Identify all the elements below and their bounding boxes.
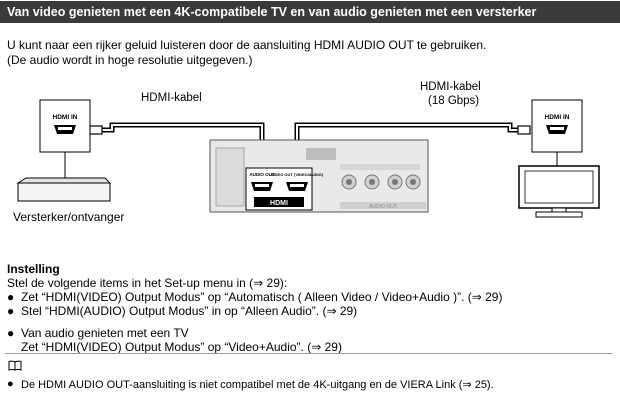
hdmi-port-callout: AUDIO OUT VIDEO OUT (VIDEO/AUDIO) HDMI [245,167,324,211]
settings-item-text: Zet “HDMI(VIDEO) Output Modus” op “Autom… [21,290,503,304]
note-item: ● De HDMI AUDIO OUT-aansluiting is niet … [7,378,494,391]
video-out-port-label: VIDEO OUT (VIDEO/AUDIO) [271,172,324,177]
cable-label-left: HDMI-kabel [141,92,202,104]
amplifier-device [16,177,112,202]
settings-item: ● Stel “HDMI(AUDIO) Output Modus” in op … [7,304,613,318]
section-title: Van video genieten met een 4K-compatibel… [7,5,537,19]
amp-port-callout: HDMI IN [39,99,91,178]
connection-diagram: HDMI-kabel HDMI-kabel (18 Gbps) HDMI IN … [13,81,600,224]
book-icon [8,360,22,371]
cable-label-right-1: HDMI-kabel [420,81,481,93]
amplifier-label: Versterker/ontvanger [13,210,124,224]
tv-port-label: HDMI IN [545,114,570,121]
tv-device [518,165,600,218]
settings-section: Instelling Stel de volgende items in het… [7,262,613,354]
settings-item-text: Stel “HDMI(AUDIO) Output Modus” in op “A… [21,304,358,318]
intro-line-2: (De audio wordt in hoge resolutie uitgeg… [7,53,253,67]
intro-line-1: U kunt naar een rijker geluid luisteren … [7,38,487,52]
section-title-bar: Van video genieten met een 4K-compatibel… [0,1,620,23]
note-divider [5,353,612,354]
audio-out-port-label: AUDIO OUT [249,172,275,177]
panel-audio-out-label: AUDIO OUT [369,204,397,210]
cable-label-right-2: (18 Gbps) [428,95,479,107]
bullet-icon: ● [7,304,15,318]
bullet-icon: ● [7,290,15,304]
tv-port-callout: HDMI IN [531,99,583,166]
settings-extra-title: Van audio genieten met een TV [21,326,189,340]
intro-text: U kunt naar een rijker geluid luisteren … [7,38,486,68]
bullet-icon: ● [7,378,14,390]
settings-intro: Stel de volgende items in het Set-up men… [7,276,288,290]
bullet-icon: ● [7,326,15,340]
settings-item: ● Zet “HDMI(VIDEO) Output Modus” op “Aut… [7,290,613,304]
note-text: De HDMI AUDIO OUT-aansluiting is niet co… [21,379,494,391]
amp-port-label: HDMI IN [53,114,78,121]
settings-extra-text: Zet “HDMI(VIDEO) Output Modus” op “Video… [21,340,342,354]
settings-extra: ● Van audio genieten met een TV Zet “HDM… [7,326,613,354]
settings-heading: Instelling [7,262,60,276]
hdmi-logo: HDMI [270,200,288,207]
